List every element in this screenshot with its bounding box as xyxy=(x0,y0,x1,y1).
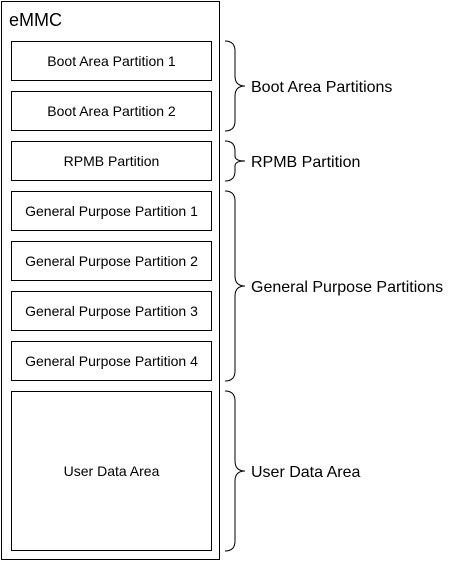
general-purpose-partitions-label: General Purpose Partitions xyxy=(251,279,444,296)
emmc-title: eMMC xyxy=(9,10,62,30)
rpmb-partition-box: RPMB Partition xyxy=(11,141,212,181)
general-purpose-partition-3-box: General Purpose Partition 3 xyxy=(11,291,212,331)
rpmb-partition-label: RPMB Partition xyxy=(251,154,361,171)
general-purpose-brace xyxy=(224,190,246,382)
user-data-brace xyxy=(224,390,246,552)
emmc-container xyxy=(1,1,220,560)
general-purpose-partition-1-box: General Purpose Partition 1 xyxy=(11,191,212,231)
boot-area-partition-2-box: Boot Area Partition 2 xyxy=(11,91,212,131)
general-purpose-partition-4-box: General Purpose Partition 4 xyxy=(11,341,212,381)
boot-area-brace xyxy=(224,40,246,132)
rpmb-brace xyxy=(224,140,246,182)
boot-area-partitions-label: Boot Area Partitions xyxy=(251,79,393,96)
user-data-area-label: User Data Area xyxy=(251,464,361,481)
boot-area-partition-1-box: Boot Area Partition 1 xyxy=(11,41,212,81)
user-data-area-box: User Data Area xyxy=(11,391,212,551)
general-purpose-partition-2-box: General Purpose Partition 2 xyxy=(11,241,212,281)
